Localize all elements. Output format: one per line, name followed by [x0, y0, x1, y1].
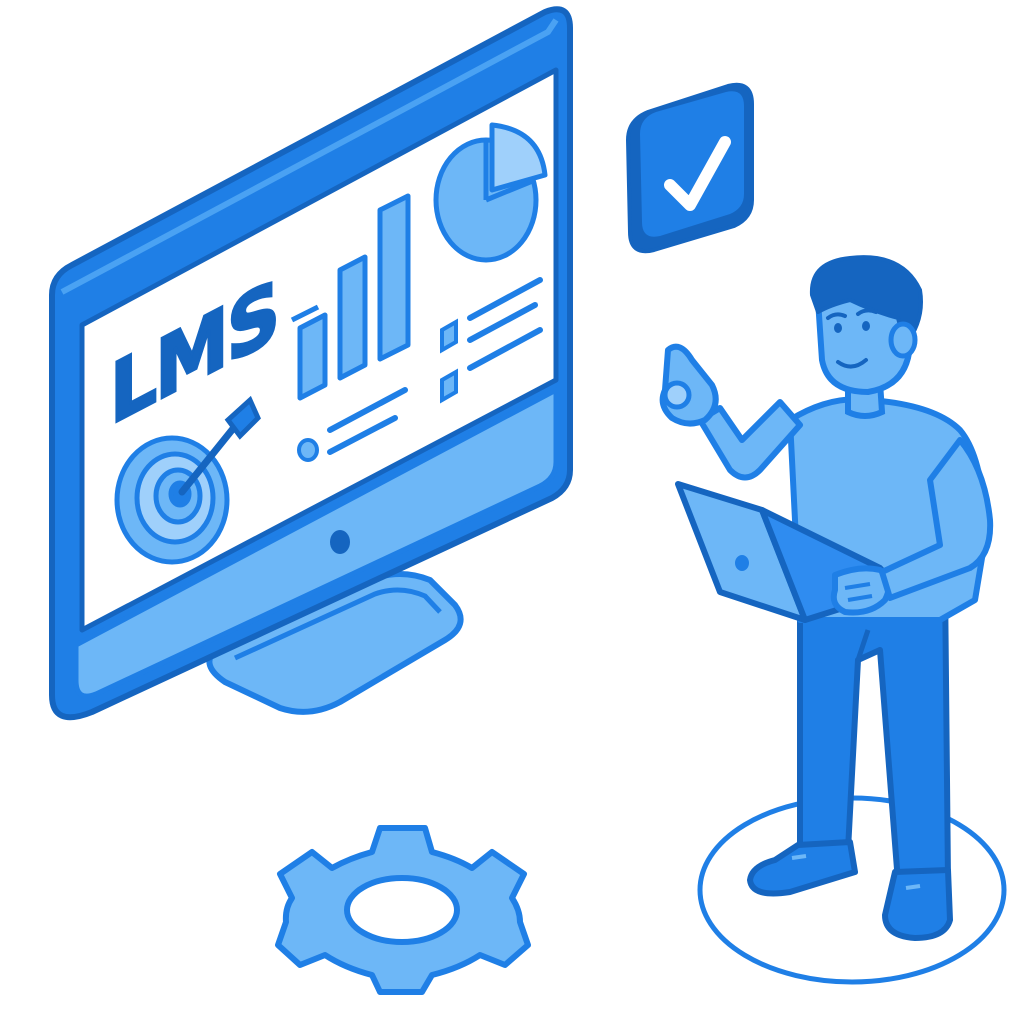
- person-holding-hand: [830, 565, 892, 616]
- monitor-power-dot: [330, 530, 350, 554]
- checkmark-badge: [625, 82, 754, 254]
- monitor-stand-base: [206, 571, 464, 715]
- pie-chart-icon: [433, 122, 548, 263]
- person-pointing-arm: [697, 399, 803, 481]
- checkmark-icon: [664, 136, 731, 211]
- person-shoe-right: [882, 867, 953, 941]
- person-hair: [809, 255, 923, 347]
- person-smile: [836, 358, 868, 369]
- person-eye-right: [862, 321, 870, 331]
- person-shoe-left: [747, 839, 858, 897]
- screen-list: [440, 277, 543, 404]
- monitor-chin: [73, 387, 559, 699]
- bar-chart-icon: [290, 193, 411, 401]
- bullseye-target-icon: [114, 395, 261, 565]
- screen-detail-rows: [297, 387, 408, 462]
- person-eye-left: [834, 323, 842, 333]
- desktop-monitor: LMS: [49, 6, 573, 721]
- gear-icon: [275, 825, 531, 995]
- person-legs: [797, 577, 951, 885]
- person-holding-arm: [879, 437, 994, 601]
- person: [659, 255, 1007, 985]
